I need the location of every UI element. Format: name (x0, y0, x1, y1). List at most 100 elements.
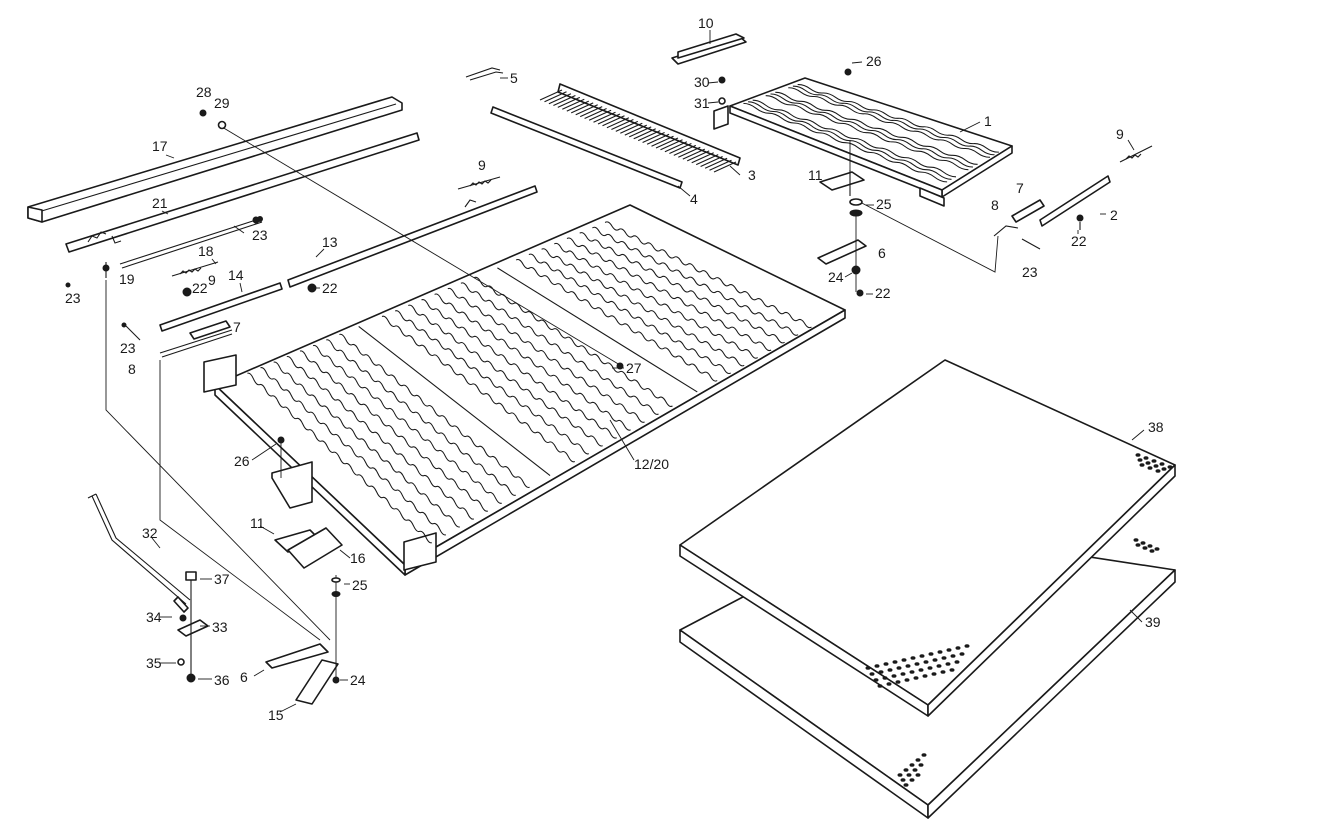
panel-hole (940, 670, 946, 674)
sieve-wave (421, 299, 617, 439)
panel-hole (915, 773, 921, 777)
comb-tine (633, 128, 656, 140)
panel-hole (949, 668, 955, 672)
panel-hole (1159, 462, 1165, 466)
callout-34: 34 (146, 609, 162, 625)
part-11-plate-right (819, 170, 865, 196)
panel-hole (1145, 461, 1151, 465)
comb-tine (588, 109, 612, 121)
assembly-lines (105, 126, 999, 680)
sieve-wave (326, 339, 516, 496)
panel-hole (900, 778, 906, 782)
panel-hole (954, 660, 960, 664)
callout-9-top: 9 (478, 157, 486, 173)
panel-hole (909, 763, 915, 767)
callout-8-right: 8 (991, 197, 999, 213)
comb-tine (544, 91, 567, 103)
part-4-strip (490, 106, 683, 189)
panel-hole (919, 654, 925, 658)
label-leaders (151, 30, 1145, 713)
sieve-wave (381, 315, 576, 463)
comb-tine (575, 104, 598, 116)
panel-hole (1167, 465, 1173, 469)
comb-tine (597, 113, 621, 125)
comb-tine (678, 146, 701, 158)
panel-hole (959, 652, 965, 656)
panel-hole (928, 652, 934, 656)
sieve-wave (247, 372, 433, 544)
comb-tine (615, 120, 639, 132)
comb-tine (637, 130, 661, 142)
panel-hole (1137, 458, 1143, 462)
sieve-wave (743, 102, 948, 183)
callout-22-d: 22 (1071, 233, 1087, 249)
part-32-rod (87, 493, 191, 605)
sieve-divider (358, 325, 551, 477)
part-16-bracket (287, 527, 343, 569)
panel-hole (886, 682, 892, 686)
part-21-toothed-bar (65, 132, 420, 253)
part-11-plate-left (271, 461, 323, 553)
callout-24-b: 24 (350, 672, 366, 688)
comb-tine (584, 107, 607, 120)
panel-hole (950, 654, 956, 658)
callout-15: 15 (268, 707, 284, 723)
panel-hole (918, 668, 924, 672)
panel-hole (882, 676, 888, 680)
panel-hole (1147, 466, 1153, 470)
sieve-wave (770, 93, 974, 168)
panel-hole (906, 773, 912, 777)
panel-hole (923, 660, 929, 664)
panel-hole (869, 672, 875, 676)
part-8-lever-left (159, 329, 233, 358)
hardware (65, 68, 1084, 684)
callout-23-d: 23 (1022, 264, 1038, 280)
panel-hole (891, 674, 897, 678)
panel-hole (1143, 456, 1149, 460)
panel-hole (904, 678, 910, 682)
sieve-wave (312, 344, 502, 504)
callout-25-a: 25 (876, 196, 892, 212)
callout-17: 17 (152, 138, 168, 154)
callout-22-c: 22 (875, 285, 891, 301)
comb-tine (664, 141, 688, 153)
sieve-wave (394, 310, 590, 455)
panel-hole (913, 676, 919, 680)
comb-tine (700, 155, 723, 168)
sieve-wave (775, 91, 978, 165)
comb-tine (655, 137, 679, 149)
part-12-20-main-sieve (203, 204, 846, 576)
panel-hole (932, 658, 938, 662)
sieve-wave (515, 258, 718, 382)
callout-23-a: 23 (252, 227, 268, 243)
panel-hole (874, 664, 880, 668)
sieve-wave (273, 361, 461, 528)
part-15-bracket (295, 659, 339, 705)
callout-16: 16 (350, 550, 366, 566)
sieve-wave (528, 253, 731, 375)
sieve-wave (554, 242, 758, 359)
comb-tine (660, 139, 683, 151)
sieve-wave (797, 84, 999, 153)
comb-tine (691, 152, 714, 164)
callout-36: 36 (214, 672, 230, 688)
comb-tine (642, 131, 665, 144)
comb-tine (566, 100, 590, 112)
part-6-arm-right (817, 239, 867, 265)
panel-hole (900, 672, 906, 676)
comb-tine (611, 118, 634, 131)
sieve-wave (299, 350, 488, 512)
sieve-wave (566, 237, 772, 352)
comb-tine (624, 124, 648, 136)
panel-hole (896, 666, 902, 670)
part-37-bolt (185, 571, 197, 676)
panel-hole (937, 650, 943, 654)
panel-hole (1151, 459, 1157, 463)
callout-22-a: 22 (322, 280, 338, 296)
sieve-wave (408, 304, 603, 447)
comb-tine (695, 154, 719, 166)
part-17-rail (27, 96, 403, 223)
part-7-lever-left (189, 320, 231, 340)
panel-hole (883, 662, 889, 666)
panel-hole (912, 768, 918, 772)
